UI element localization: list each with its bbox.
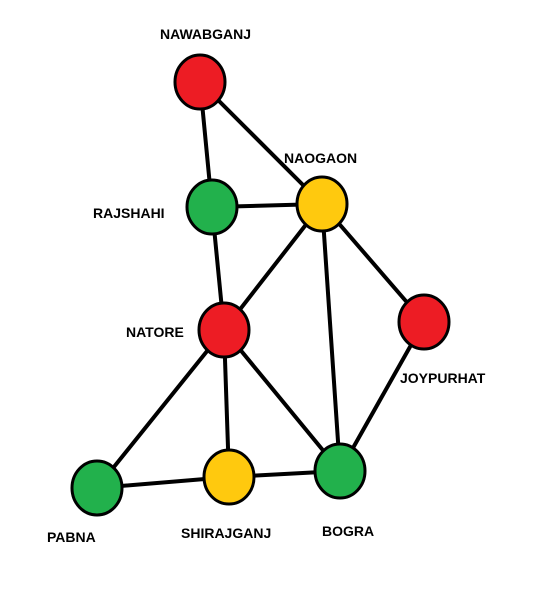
node-rajshahi <box>185 178 239 236</box>
node-label-nawabganj: NAWABGANJ <box>160 26 251 42</box>
node-label-natore: NATORE <box>126 324 184 340</box>
node-joypurhat <box>397 293 451 351</box>
node-label-pabna: PABNA <box>47 529 96 545</box>
node-bogra <box>313 442 367 500</box>
labels-layer: NAWABGANJ RAJSHAHI NAOGAON NATORE JOYPURHAT P… <box>47 26 486 545</box>
node-nawabganj <box>173 53 227 111</box>
edge-naogaon-bogra <box>320 202 342 473</box>
node-label-joypurhat: JOYPURHAT <box>400 370 486 386</box>
node-natore <box>197 301 251 359</box>
nodes-layer <box>70 53 451 517</box>
node-pabna <box>70 459 124 517</box>
node-label-rajshahi: RAJSHAHI <box>93 205 165 221</box>
node-naogaon <box>295 175 349 233</box>
node-label-shirajganj: SHIRAJGANJ <box>181 525 271 541</box>
node-shirajganj <box>202 448 256 506</box>
node-label-bogra: BOGRA <box>322 523 374 539</box>
edges-layer <box>95 80 426 490</box>
edge-natore-pabna <box>95 328 226 490</box>
edge-natore-bogra <box>222 328 342 473</box>
edge-joypurhat-bogra <box>338 320 426 473</box>
edge-nawabganj-naogaon <box>198 80 324 206</box>
node-label-naogaon: NAOGAON <box>284 150 357 166</box>
